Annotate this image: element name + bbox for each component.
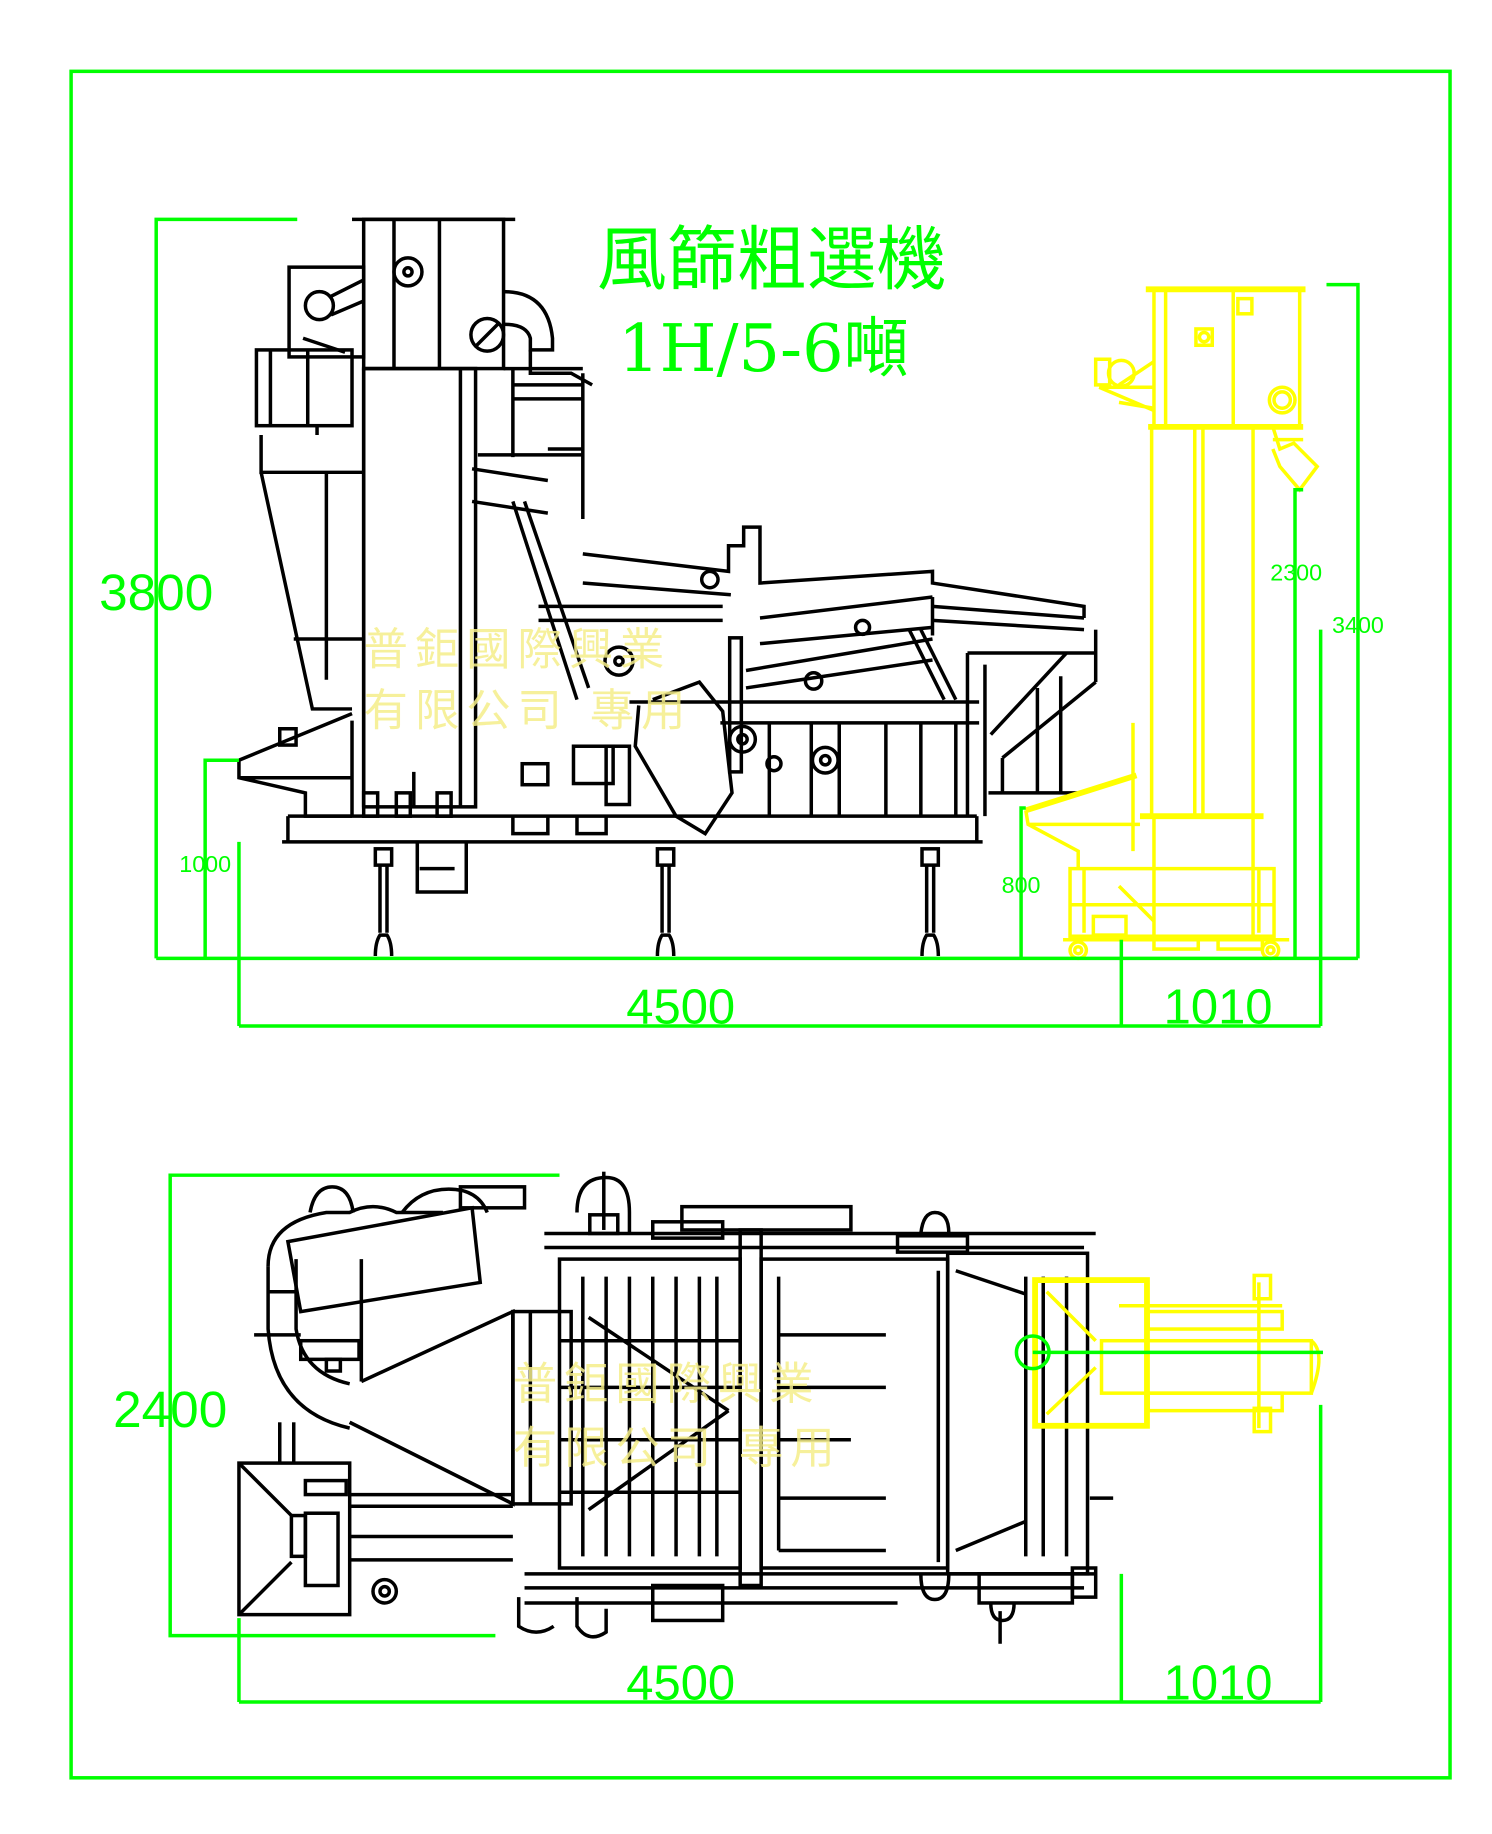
side-view-dimensions: [154, 217, 1360, 1028]
leg-3: [920, 847, 941, 957]
watermark-top-line1: 普鉅國際興業: [513, 1359, 821, 1410]
leg-2: [655, 847, 676, 957]
dim-top-4500: 4500: [626, 1657, 735, 1711]
dim-side-3400: 3400: [1332, 612, 1384, 638]
title-line1: 風篩粗選機: [597, 219, 947, 300]
side-view-elevator: [1024, 286, 1320, 961]
drawing-frame: [69, 69, 1452, 1780]
watermark-top-line2: 有限公司 專用: [513, 1423, 842, 1474]
dim-side-2300: 2300: [1270, 560, 1322, 586]
dim-top-1010: 1010: [1164, 1657, 1273, 1711]
top-view-dimensions: [168, 1173, 1323, 1704]
dim-side-3800: 3800: [99, 564, 213, 621]
dim-side-1000: 1000: [179, 851, 231, 877]
side-view-machine: [237, 217, 1098, 957]
title-line2: 1H/5-6噸: [618, 311, 909, 387]
leg-1: [373, 847, 394, 957]
top-view-machine: [237, 1171, 1114, 1644]
dim-side-4500: 4500: [626, 981, 735, 1035]
watermark-side-line2: 有限公司 專用: [364, 685, 693, 736]
dim-side-800: 800: [1002, 872, 1041, 898]
watermark-side-line1: 普鉅國際興業: [364, 625, 672, 676]
dim-top-2400: 2400: [113, 1381, 227, 1438]
dim-side-1010: 1010: [1164, 981, 1273, 1035]
